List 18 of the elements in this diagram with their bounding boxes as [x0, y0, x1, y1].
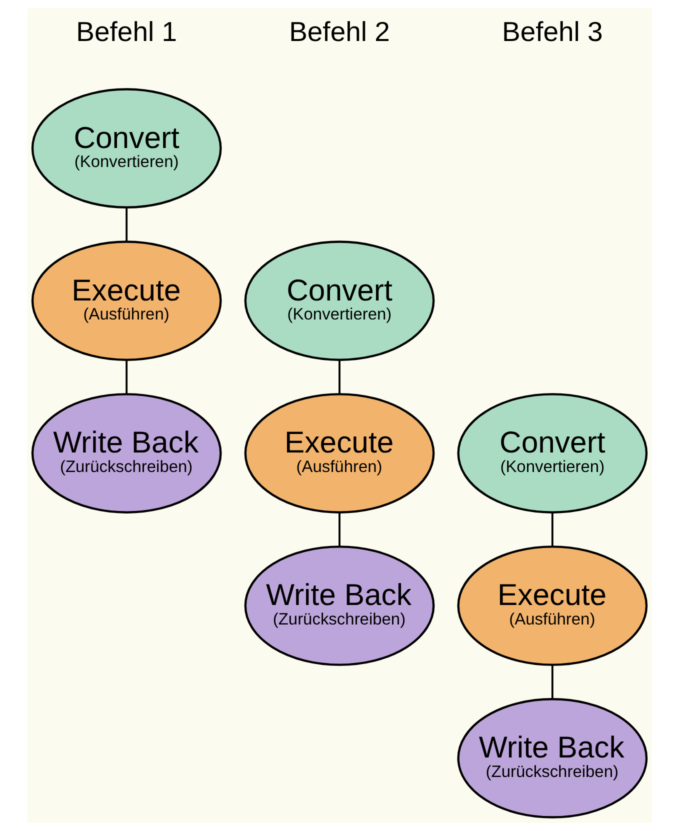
- connector: [126, 360, 128, 394]
- node-ellipse: Write Back (Zurückschreiben): [457, 698, 648, 818]
- connector: [551, 665, 554, 700]
- node-ellipse: Execute (Ausführen): [31, 240, 222, 361]
- node-ellipse: Write Back (Zurückschreiben): [31, 393, 222, 514]
- connector: [551, 512, 554, 547]
- node-ellipse: Convert (Konvertieren): [31, 88, 222, 208]
- node-ellipse: Convert (Konvertieren): [457, 393, 648, 514]
- connector: [126, 208, 128, 242]
- connector: [338, 512, 340, 547]
- node-ellipse: Convert (Konvertieren): [244, 240, 435, 361]
- connector: [338, 360, 340, 394]
- node-ellipse: Execute (Ausführen): [244, 393, 435, 514]
- node-ellipse: Write Back (Zurückschreiben): [244, 546, 435, 666]
- label: Befehl 2: [289, 16, 390, 48]
- label: Befehl 3: [502, 16, 603, 48]
- label: Befehl 1: [76, 16, 177, 48]
- node-ellipse: Execute (Ausführen): [457, 546, 648, 666]
